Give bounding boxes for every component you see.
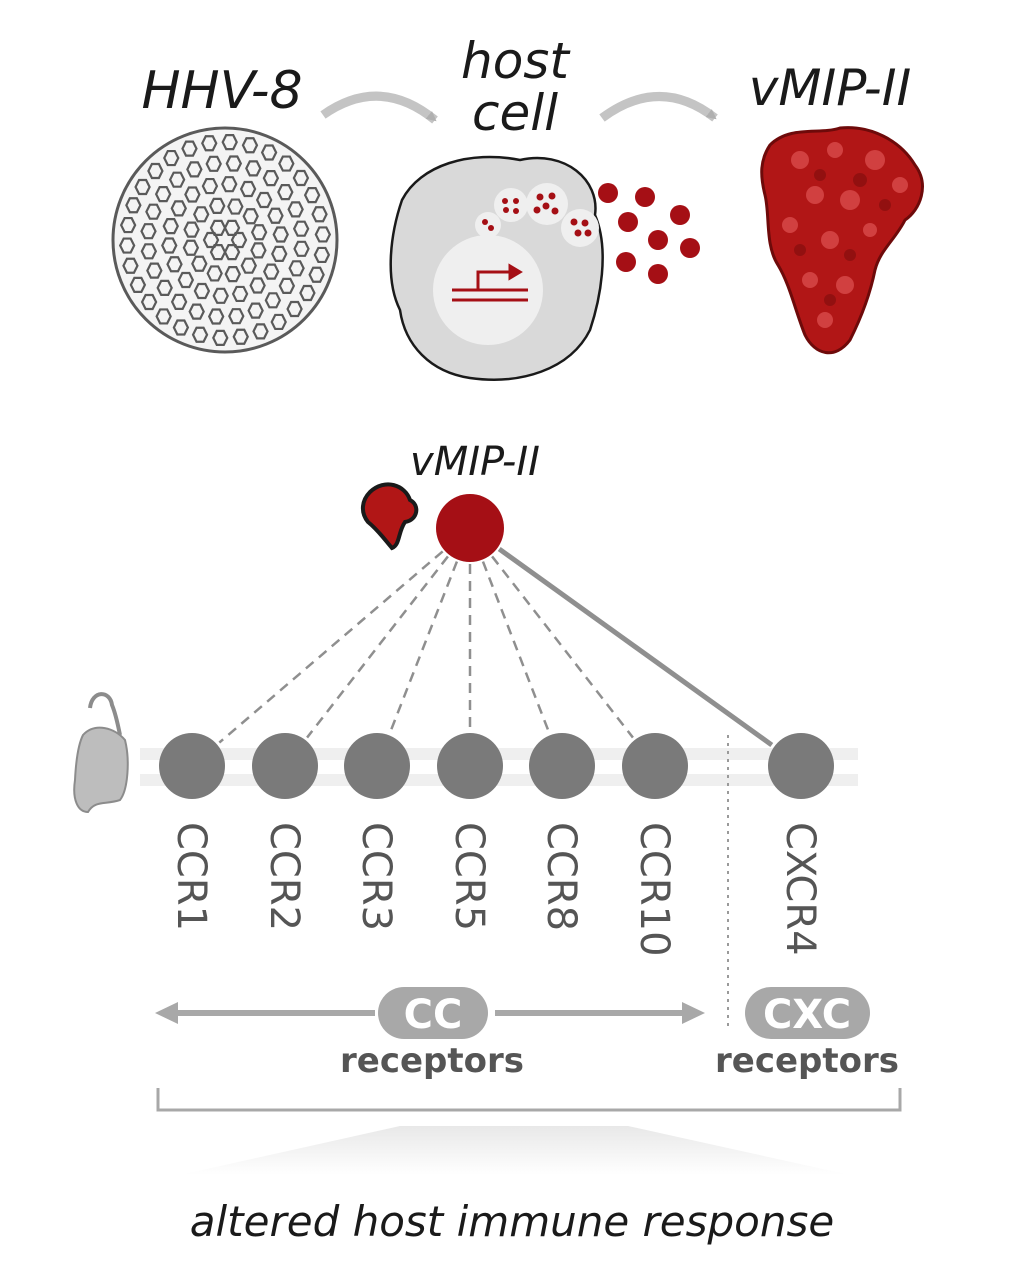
outcome-fan: [180, 1126, 850, 1175]
receptor-ccr5: [437, 733, 503, 799]
receptor-ccr3: [344, 733, 410, 799]
ligand-node: [436, 494, 504, 562]
cc-caption: receptors: [340, 1041, 524, 1081]
virus-to-cell-arrow: [320, 91, 438, 124]
receptor-label-ccr8: CCR8: [538, 822, 584, 931]
receptor-ccr1: [159, 733, 225, 799]
host-cell-label-line1: host: [461, 32, 571, 90]
receptor-label-ccr1: CCR1: [168, 822, 214, 931]
ligand-label: vMIP-II: [410, 439, 540, 485]
receptor-ccr10: [622, 733, 688, 799]
link-ccr10: [491, 555, 634, 739]
link-cxcr4: [497, 546, 774, 748]
vmip-ii-small-icon: [361, 482, 419, 551]
receptor-label-ccr10: CCR10: [631, 822, 677, 957]
cc-group: CC receptors: [155, 987, 705, 1081]
cc-badge-label: CC: [404, 992, 463, 1038]
receptor-label-ccr3: CCR3: [353, 822, 399, 931]
secreted-chemokines: [598, 183, 700, 284]
cxc-caption: receptors: [715, 1041, 899, 1081]
cxc-badge: [745, 987, 870, 1039]
cc-badge: [378, 987, 488, 1039]
vmip-ii-protein-icon: [760, 126, 924, 355]
cxc-group: CXC receptors: [715, 987, 899, 1081]
host-cell-label-line2: cell: [472, 84, 558, 142]
vesicle-cargo: [482, 192, 592, 237]
immune-cell-icon: [73, 692, 129, 814]
link-ccr2: [306, 555, 449, 739]
host-cell-icon: [389, 155, 604, 381]
gene-transcription-icon: [452, 263, 528, 302]
receptor-ccr2: [252, 733, 318, 799]
receptor-cxcr4: [768, 733, 834, 799]
receptor-label-cxcr4: CXCR4: [777, 822, 823, 956]
outcome-label: altered host immune response: [190, 1197, 834, 1246]
virus-label: HHV-8: [141, 61, 302, 121]
cxc-badge-label: CXC: [763, 992, 851, 1038]
binding-links: [218, 546, 774, 748]
receptor-label-ccr2: CCR2: [261, 822, 307, 931]
receptor-label-ccr5: CCR5: [446, 822, 492, 931]
grouping-bracket: [156, 1088, 902, 1112]
protein-label-top: vMIP-II: [749, 59, 911, 117]
cell-to-protein-arrow: [599, 92, 718, 122]
receptor-ccr8: [529, 733, 595, 799]
receptor-row: CCR1 CCR2 CCR3 CCR5 CCR8 CCR10 CXCR4: [159, 733, 834, 957]
virus-capsid-icon: [111, 126, 339, 354]
link-ccr1: [218, 550, 444, 744]
link-ccr8: [481, 561, 551, 733]
link-ccr3: [388, 561, 459, 733]
